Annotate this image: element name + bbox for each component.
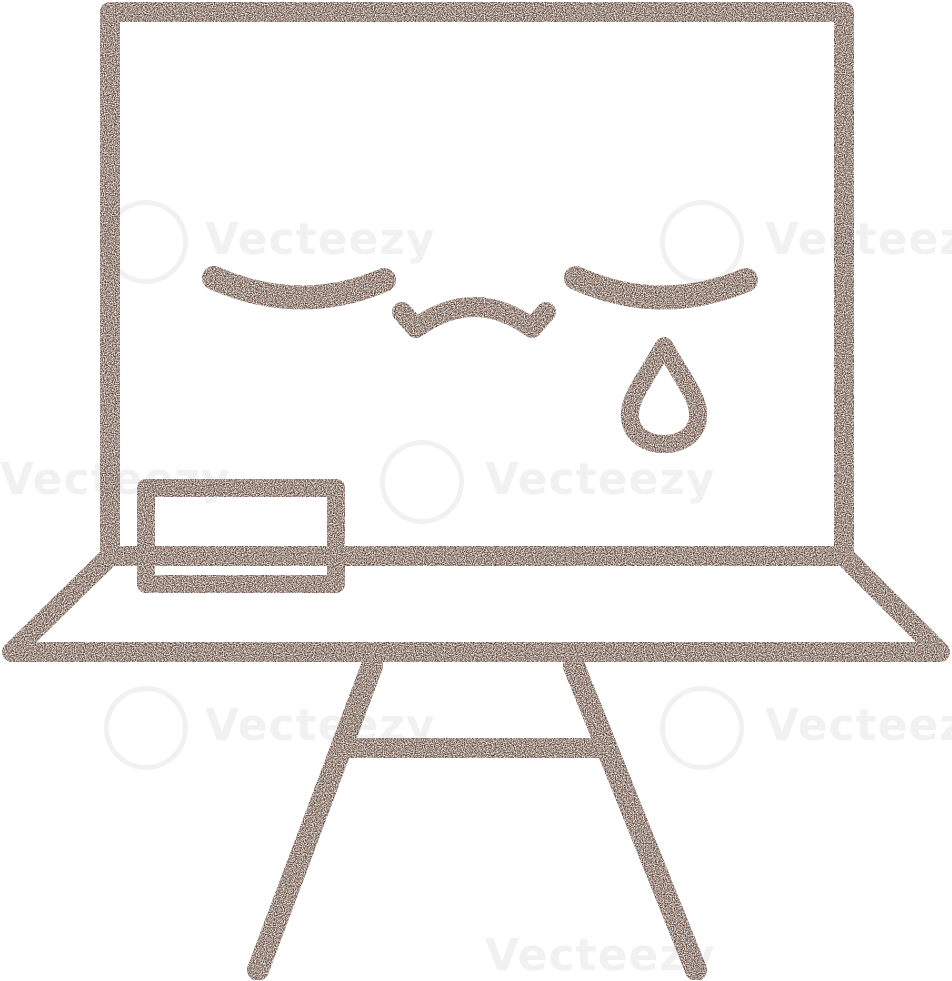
board-frame <box>100 2 854 566</box>
board-tray <box>2 546 950 662</box>
easel-leg-right <box>563 655 707 980</box>
frown-mouth-icon <box>392 297 556 338</box>
easel-leg-left <box>247 655 383 980</box>
teardrop-icon <box>620 337 708 453</box>
right-closed-eye-icon <box>564 266 758 310</box>
eraser <box>137 479 345 593</box>
left-closed-eye-icon <box>202 266 396 310</box>
